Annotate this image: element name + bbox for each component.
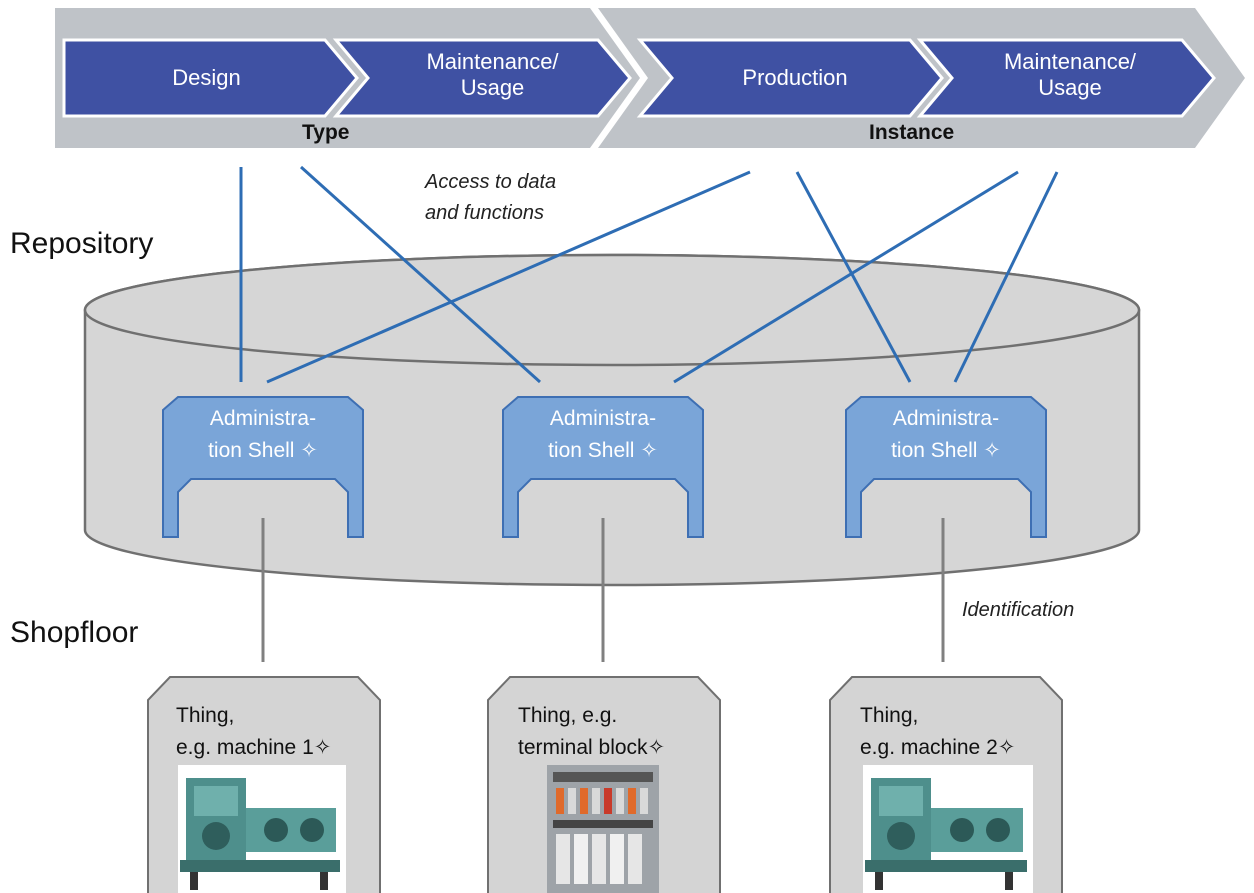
access-annotation-line1: Access to data — [425, 171, 557, 193]
chevron-design — [62, 38, 359, 118]
phase-production-text: Production — [742, 65, 848, 90]
admin-shell-2-label: Administra- tion Shell ✧ — [503, 403, 703, 467]
identification-connectors — [261, 518, 945, 662]
admin-shell-3-line1: Administra- — [892, 407, 1000, 430]
thing-3-line2: e.g. machine 2✧ — [860, 736, 1016, 759]
admin-shell-1-line1: Administra- — [209, 407, 317, 430]
chevron-instance-maintenance — [916, 38, 1216, 118]
connector-production-shell3 — [795, 171, 912, 383]
admin-shell-1 — [162, 396, 364, 538]
machine-photo-1 — [178, 765, 346, 893]
phase-design-text: Design — [172, 65, 241, 90]
thing-2-line1: Thing, e.g. — [518, 704, 618, 727]
connector-instanceusage-shell2 — [673, 170, 1019, 384]
thing-2-label: Thing, e.g. terminal block✧ — [518, 700, 665, 764]
admin-shell-3-line2: tion Shell ✧ — [891, 439, 1001, 462]
access-connectors — [239, 165, 1059, 384]
machine-photo-2 — [863, 765, 1033, 893]
phase-instance-maintenance-line1: Maintenance/ — [1003, 49, 1137, 74]
admin-shell-2-line1: Administra- — [549, 407, 657, 430]
admin-shell-2 — [502, 396, 704, 538]
admin-shell-2-line2: tion Shell ✧ — [548, 439, 658, 462]
repository-label: Repository — [10, 227, 154, 260]
connector-typeusage-shell2 — [299, 165, 542, 384]
thing-1-line1: Thing, — [176, 704, 235, 727]
terminal-block-photo — [547, 765, 659, 893]
admin-shell-3-label: Administra- tion Shell ✧ — [846, 403, 1046, 467]
phase-type-maintenance-line1: Maintenance/ — [426, 49, 559, 74]
thing-1-label: Thing, e.g. machine 1✧ — [176, 700, 331, 764]
thing-1-line2: e.g. machine 1✧ — [176, 736, 332, 759]
chevron-instance-maintenance-label: Maintenance/ Usage — [945, 49, 1195, 101]
phase-type-maintenance-line2: Usage — [460, 75, 525, 100]
shopfloor-label: Shopfloor — [10, 616, 139, 649]
connector-production-shell1 — [266, 170, 751, 384]
thing-2-line2: terminal block✧ — [518, 736, 666, 759]
connector-instanceusage-shell3 — [953, 171, 1059, 383]
repository-cylinder-top — [83, 253, 1141, 367]
admin-shell-3 — [845, 396, 1047, 538]
type-label: Type — [302, 121, 350, 144]
access-annotation: Access to data and functions — [425, 167, 556, 229]
identification-annotation: Identification — [962, 599, 1075, 621]
chevron-type-maintenance-label: Maintenance/ Usage — [360, 49, 625, 101]
chevron-production-label: Production — [665, 65, 925, 91]
chevron-production — [636, 38, 944, 118]
phase-instance-maintenance-line2: Usage — [1038, 75, 1102, 100]
chevron-type-maintenance — [332, 38, 632, 118]
thing-3-label: Thing, e.g. machine 2✧ — [860, 700, 1015, 764]
chevron-design-label: Design — [64, 65, 349, 91]
thing-3-line1: Thing, — [860, 704, 919, 727]
instance-label: Instance — [869, 121, 955, 144]
admin-shell-1-label: Administra- tion Shell ✧ — [163, 403, 363, 467]
access-annotation-line2: and functions — [425, 202, 544, 224]
admin-shell-1-line2: tion Shell ✧ — [208, 439, 318, 462]
